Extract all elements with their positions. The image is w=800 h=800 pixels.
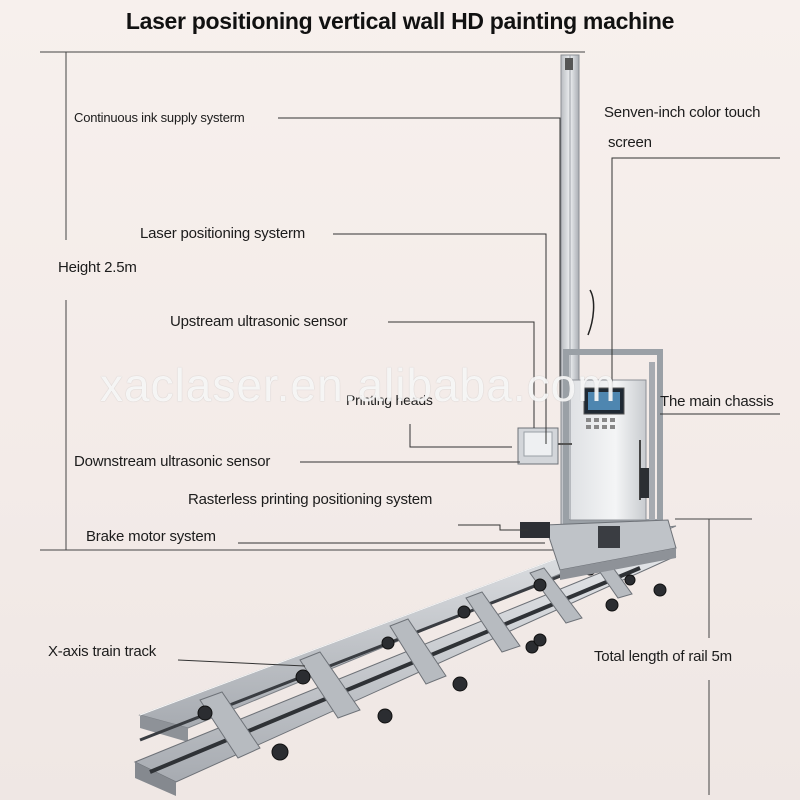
label-upstream-sensor: Upstream ultrasonic sensor (170, 313, 348, 330)
label-height: Height 2.5m (58, 259, 137, 276)
label-touch-screen-line2: screen (608, 134, 652, 151)
label-rasterless: Rasterless printing positioning system (188, 491, 433, 508)
label-ink-supply: Continuous ink supply systerm (74, 110, 245, 125)
height-dimension (40, 51, 585, 551)
label-downstream-sensor: Downstream ultrasonic sensor (74, 453, 271, 470)
brake-motor (520, 522, 550, 538)
label-laser-positioning: Laser positioning systerm (140, 225, 306, 242)
leader-lines (177, 117, 780, 667)
label-main-chassis: The main chassis (660, 393, 774, 410)
label-brake-motor: Brake motor system (86, 528, 216, 545)
main-chassis-frame (520, 349, 677, 580)
label-printing-heads: Printing heads (346, 392, 433, 408)
diagram-title: Laser positioning vertical wall HD paint… (125, 8, 675, 34)
label-rail-length: Total length of rail 5m (594, 648, 732, 665)
printing-heads-box (517, 427, 572, 465)
label-train-track: X-axis train track (48, 643, 157, 660)
rail-length-dimension (675, 518, 752, 795)
watermark: xaclaser.en.alibaba.com (100, 359, 617, 411)
label-touch-screen-line1: Senven-inch color touch (604, 104, 761, 121)
